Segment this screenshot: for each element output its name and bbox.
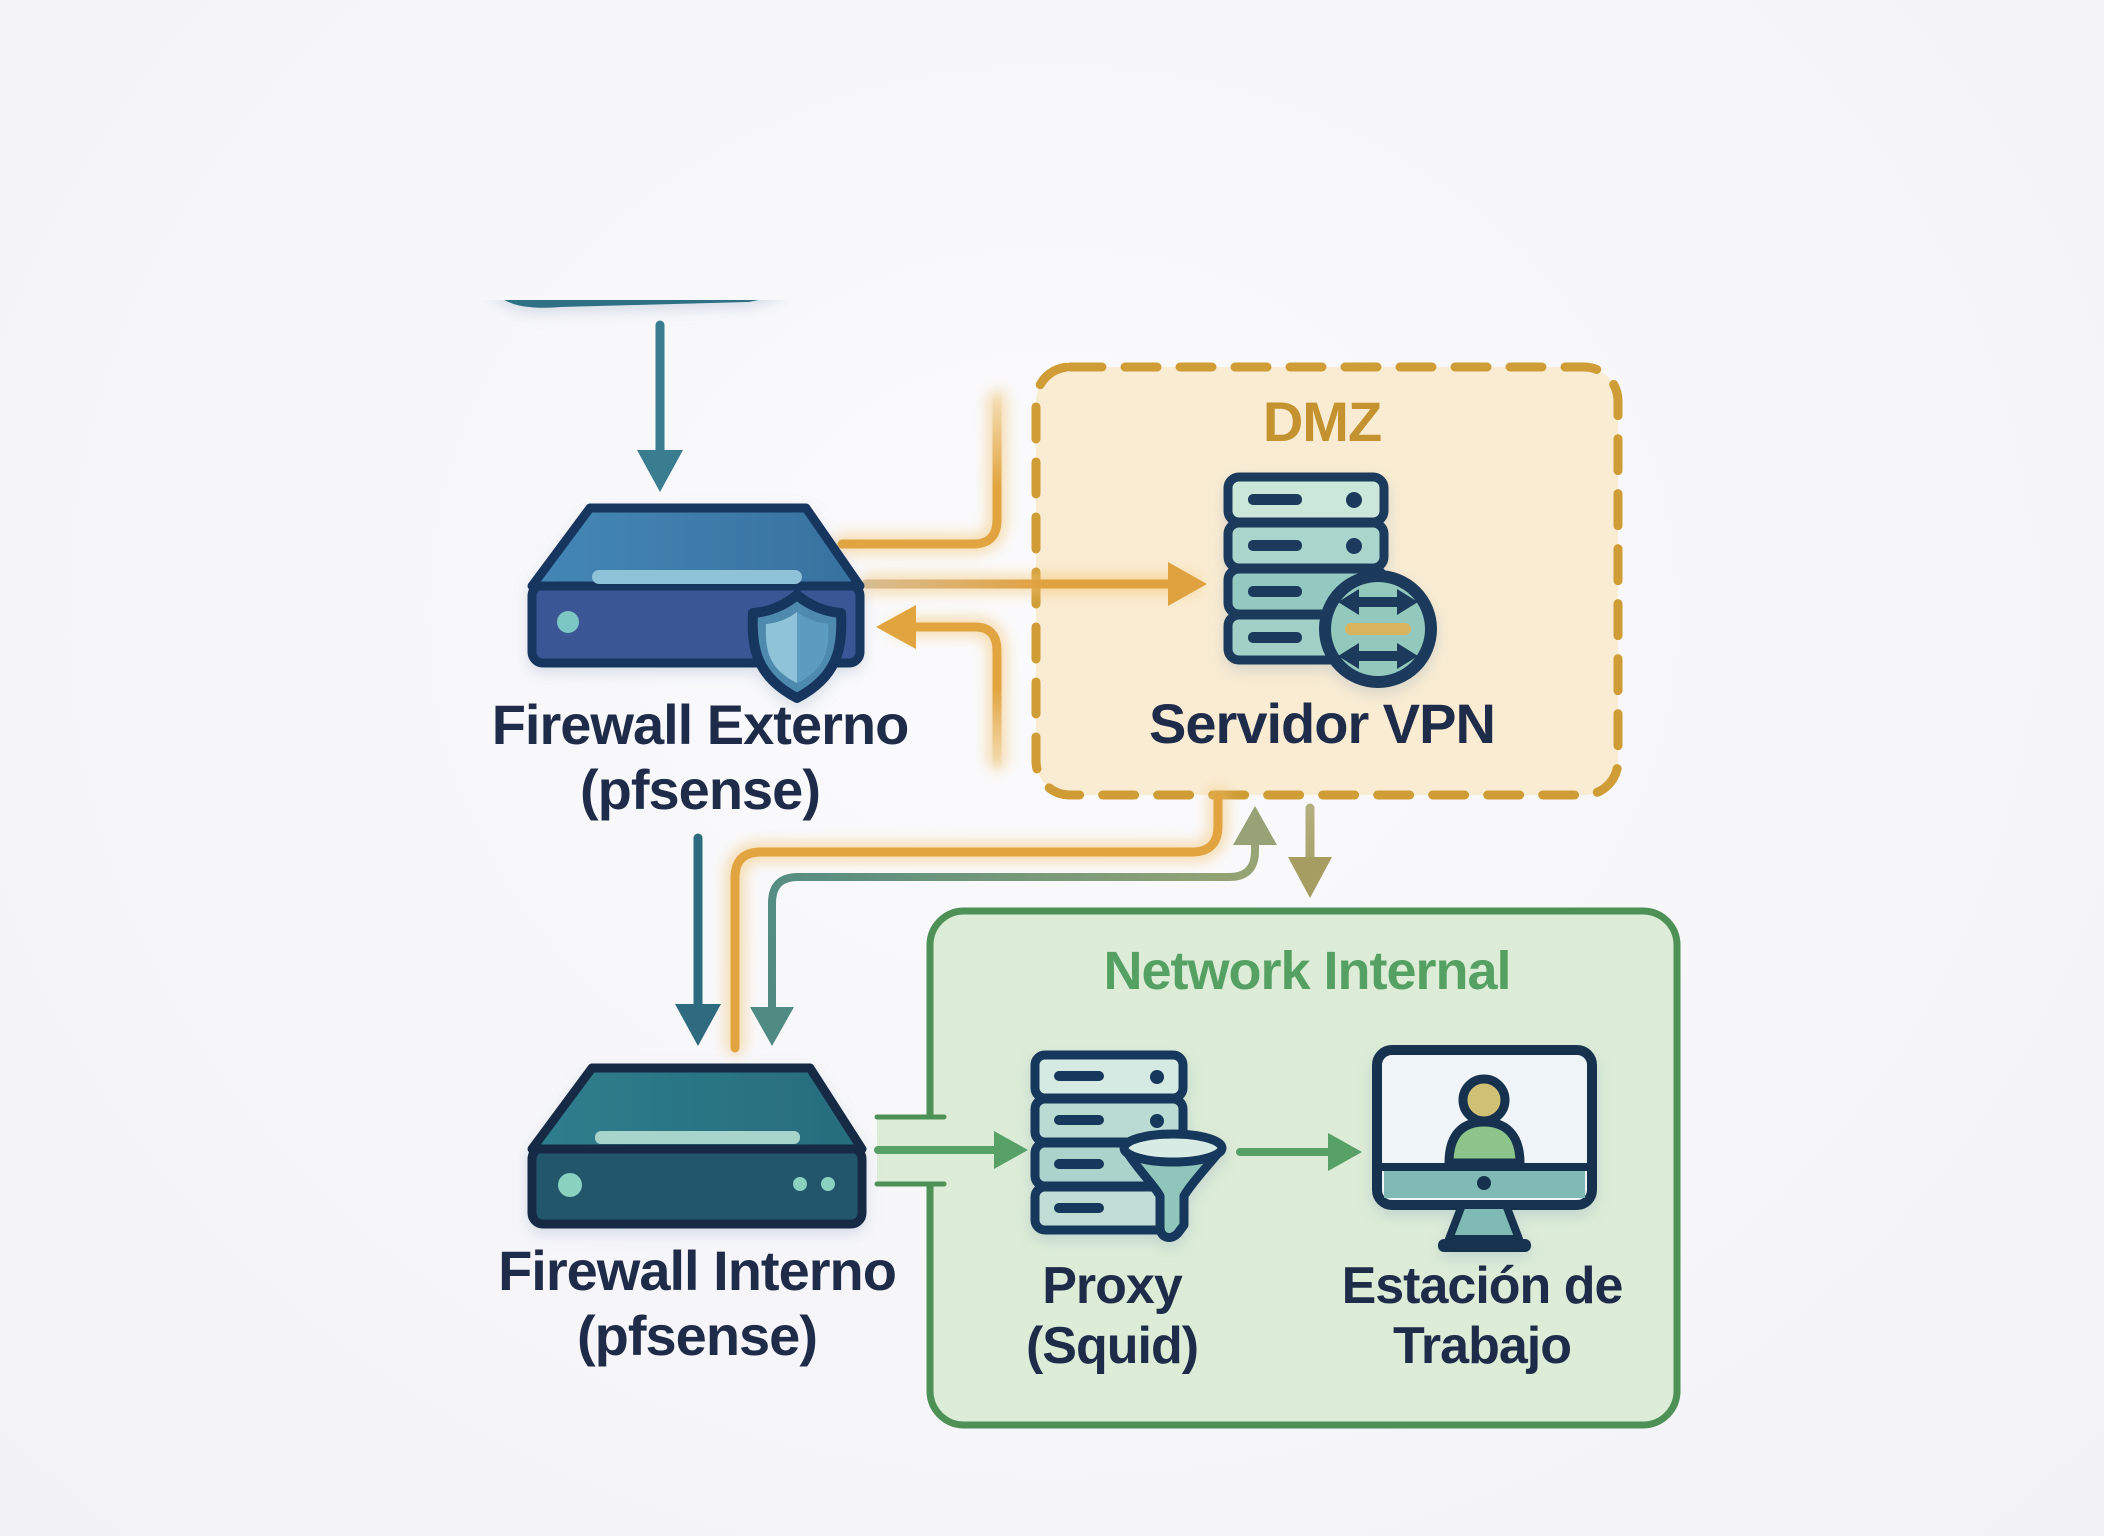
arrow-firewall-interno-to-proxy: [874, 1131, 1028, 1169]
shield-icon: [747, 590, 847, 703]
arrow-firewall-externo-to-firewall-interno: [675, 833, 721, 1046]
line-firewall-externo-to-dmz-up: [837, 389, 1002, 549]
firewall-interno-label-line2: (pfsense): [577, 1304, 818, 1367]
led-dot: [821, 1177, 835, 1191]
filter-funnel-icon: [1119, 1129, 1227, 1242]
estacion-trabajo-label-line1: Estación de: [1341, 1257, 1624, 1315]
exchange-arrows-icon: [1319, 570, 1437, 688]
path-firewall-interno-to-dmz: [750, 806, 1277, 1046]
cloud-icon: [480, 103, 815, 308]
arrow-firewall-externo-to-vpn: [861, 562, 1207, 606]
vpn-server-icon: [1223, 472, 1437, 688]
led-dot: [793, 1177, 807, 1191]
proxy-label-line1: Proxy: [1042, 1257, 1183, 1315]
firewall-interno-label-line1: Firewall Interno: [498, 1239, 897, 1302]
led-dot: [557, 611, 579, 633]
arrow-dmz-to-network-internal: [1288, 803, 1332, 898]
arrow-proxy-to-workstation: [1236, 1133, 1362, 1171]
network-internal-box: [874, 907, 1681, 1429]
path-dmz-to-firewall-interno: [730, 792, 1223, 1053]
proxy-server-icon: [1030, 1050, 1227, 1242]
led-dot: [558, 1173, 582, 1197]
workstation-monitor-icon: [1372, 1045, 1597, 1252]
servidor-vpn-label: Servidor VPN: [1149, 692, 1496, 755]
network-internal-title: Network Internal: [1103, 941, 1511, 1001]
firewall-interno-icon: [527, 1063, 867, 1229]
user-avatar-icon: [1444, 1074, 1525, 1168]
firewall-externo-icon: [527, 503, 865, 703]
estacion-trabajo-label-line2: Trabajo: [1393, 1317, 1572, 1375]
firewall-externo-label-line1: Firewall Externo: [491, 693, 910, 756]
proxy-label-line2: (Squid): [1025, 1317, 1199, 1375]
arrow-cloud-to-firewall-externo: [637, 320, 683, 492]
dmz-title: DMZ: [1262, 390, 1382, 453]
firewall-externo-label-line2: (pfsense): [580, 758, 821, 821]
arrow-vpn-to-firewall-externo: [876, 605, 1002, 771]
